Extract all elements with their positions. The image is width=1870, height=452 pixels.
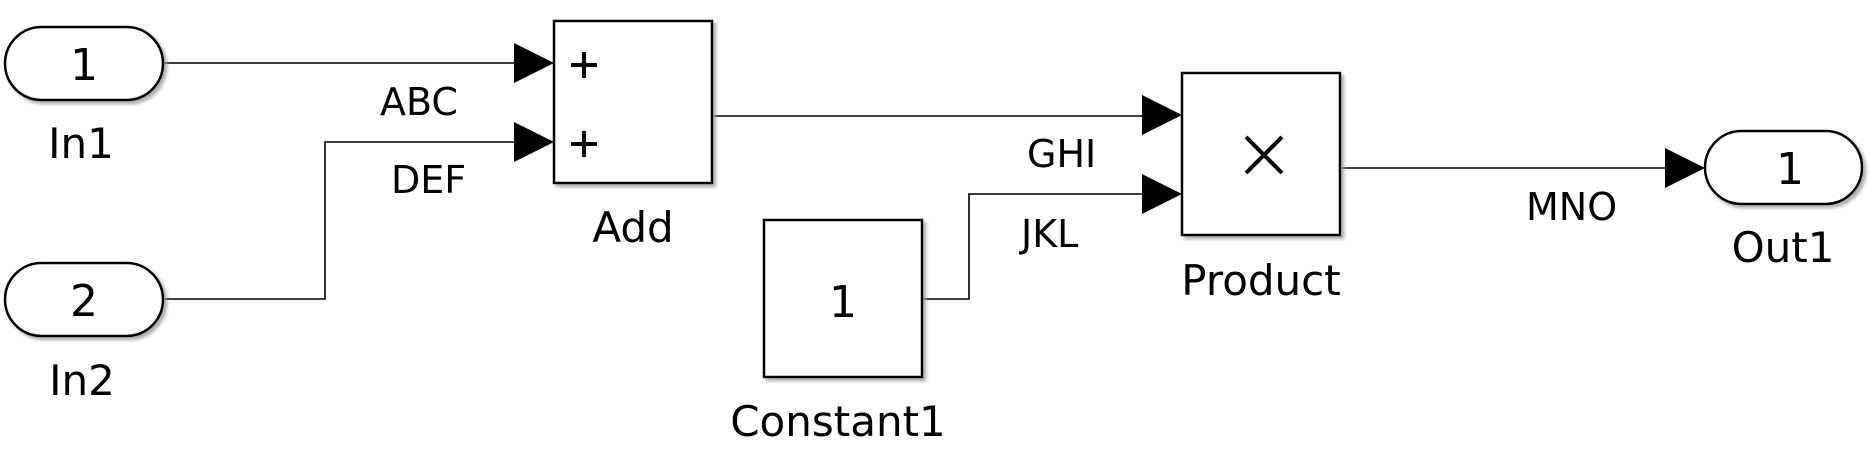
signal-ghi[interactable]: GHI xyxy=(712,95,1182,176)
block-in2[interactable]: 2 In2 xyxy=(3,261,165,405)
block-label[interactable]: In2 xyxy=(49,356,115,405)
signal-jkl-label[interactable]: JKL xyxy=(1019,212,1078,256)
signal-mno-label[interactable]: MNO xyxy=(1526,185,1617,229)
multiply-icon xyxy=(1244,135,1284,175)
signal-jkl-line[interactable] xyxy=(922,193,1142,300)
signal-ghi-label[interactable]: GHI xyxy=(1027,132,1096,176)
signal-abc-arrowhead xyxy=(514,43,554,83)
signal-def-line[interactable] xyxy=(163,141,514,300)
block-add[interactable]: Add xyxy=(552,19,714,252)
outport-number: 1 xyxy=(1776,144,1804,195)
constant-block-shape[interactable] xyxy=(762,218,924,379)
constant-value: 1 xyxy=(829,277,857,328)
block-label[interactable]: Constant1 xyxy=(730,397,946,446)
outport-shape[interactable] xyxy=(1703,129,1864,206)
block-out1[interactable]: 1 Out1 xyxy=(1703,129,1864,272)
block-label[interactable]: Product xyxy=(1181,256,1340,305)
signal-jkl-arrowhead xyxy=(1142,174,1182,214)
block-label[interactable]: Out1 xyxy=(1732,223,1835,272)
block-constant1[interactable]: 1 Constant1 xyxy=(730,218,946,446)
signal-jkl[interactable]: JKL xyxy=(922,174,1182,300)
signal-abc[interactable]: ABC xyxy=(163,43,554,124)
signal-mno-arrowhead xyxy=(1665,148,1705,188)
block-label[interactable]: In1 xyxy=(48,119,114,168)
block-product[interactable]: Product xyxy=(1180,71,1342,305)
signal-def-arrowhead xyxy=(514,122,554,162)
inport-shape[interactable] xyxy=(3,261,165,338)
inport-number: 2 xyxy=(70,276,98,327)
signal-mno[interactable]: MNO xyxy=(1340,148,1705,229)
signal-def-label[interactable]: DEF xyxy=(391,158,466,202)
block-in1[interactable]: 1 In1 xyxy=(3,25,165,168)
block-label[interactable]: Add xyxy=(592,203,673,252)
plus-sign-2-icon xyxy=(571,131,597,157)
plus-sign-1-icon xyxy=(571,52,597,78)
signal-ghi-arrowhead xyxy=(1142,95,1182,135)
signal-def[interactable]: DEF xyxy=(163,122,554,300)
inport-shape[interactable] xyxy=(3,25,165,102)
sum-block-shape[interactable] xyxy=(552,19,714,185)
inport-number: 1 xyxy=(70,40,98,91)
signal-abc-label[interactable]: ABC xyxy=(380,80,458,124)
